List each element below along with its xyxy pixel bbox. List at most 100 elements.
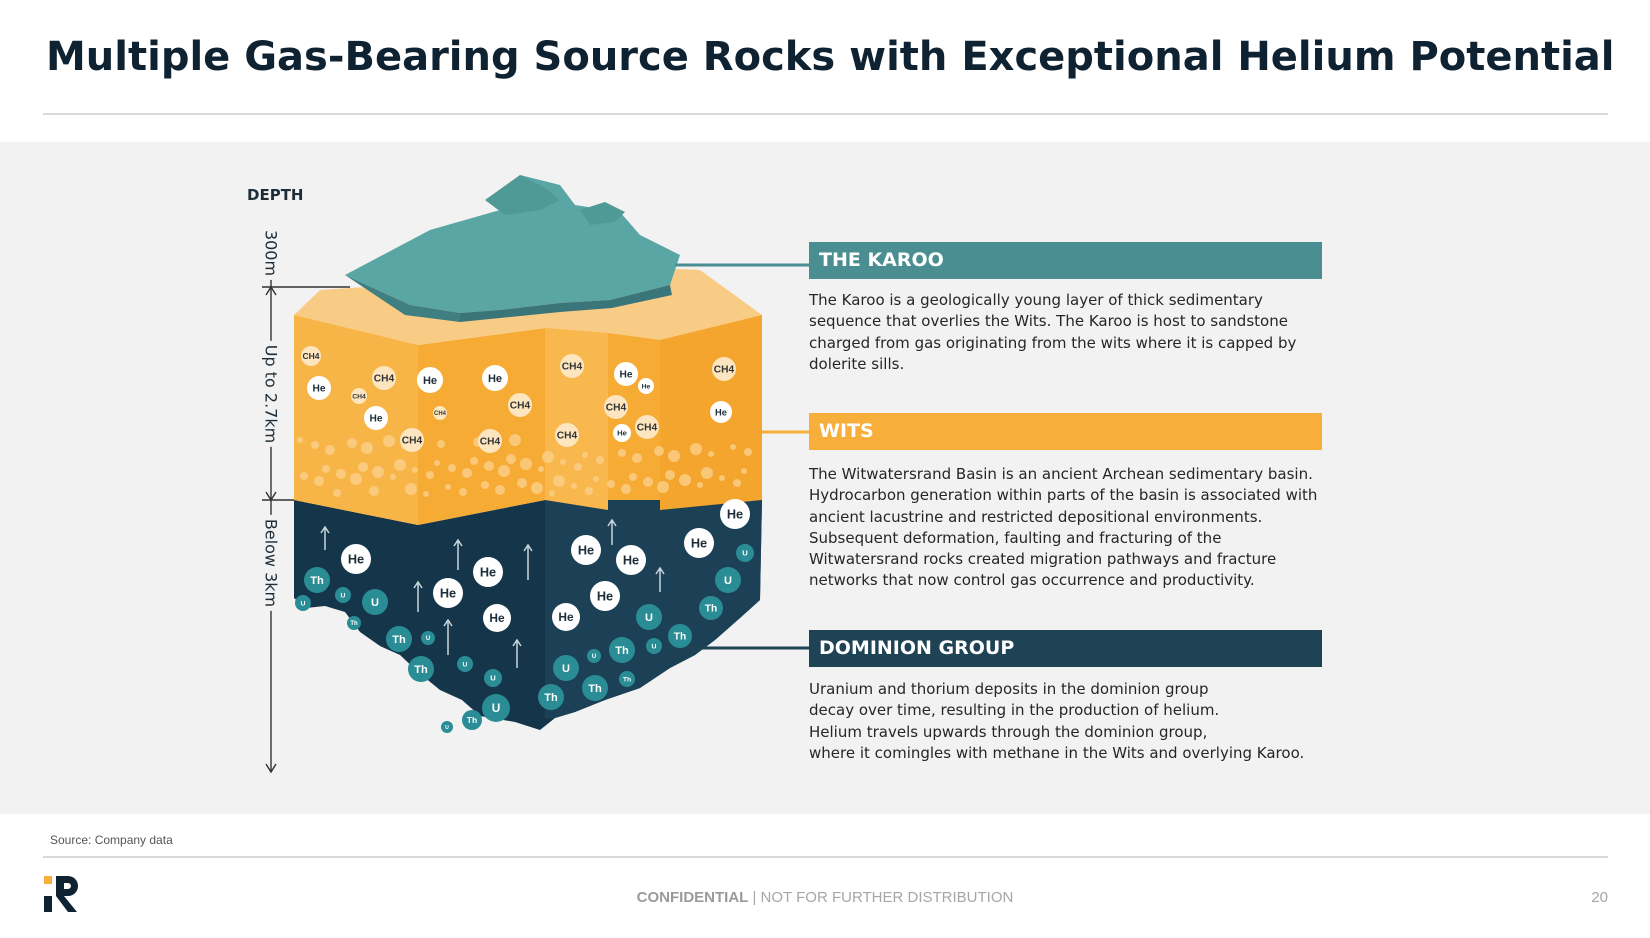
depth-label-dominion: Below 3km [261, 514, 281, 612]
helium-bubble: He [571, 535, 601, 565]
wits-grain [621, 484, 631, 494]
helium-bubble-label: He [715, 407, 727, 417]
wits-grain [741, 468, 747, 474]
helium-bubble: He [638, 378, 654, 394]
wits-grain [542, 451, 554, 463]
wits-grain [481, 481, 489, 489]
helium-bubble-label: He [617, 429, 627, 438]
uranium-bubble: U [362, 589, 388, 615]
helium-bubble: He [433, 578, 463, 608]
wits-grain [390, 474, 396, 480]
thorium-bubble: Th [699, 596, 723, 620]
uranium-bubble: U [587, 649, 601, 663]
thorium-bubble: Th [304, 567, 330, 593]
wits-description: The Witwatersrand Basin is an ancient Ar… [809, 465, 1318, 590]
helium-bubble-label: He [642, 383, 651, 390]
helium-bubble-label: He [369, 414, 382, 425]
methane-bubble: CH4 [372, 366, 396, 390]
thorium-bubble: Th [538, 684, 564, 710]
helium-bubble-label: He [489, 611, 505, 625]
wits-grain [571, 483, 577, 489]
thorium-bubble-label: Th [623, 676, 631, 683]
helium-bubble: He [684, 528, 714, 558]
wits-grain [372, 466, 384, 478]
helium-bubble: He [473, 557, 503, 587]
helium-bubble-label: He [597, 589, 613, 604]
helium-migration-arrow [512, 638, 522, 668]
wits-grain [574, 463, 582, 471]
uranium-bubble-label: U [652, 643, 657, 650]
helium-bubble-label: He [578, 543, 594, 558]
wits-grain [582, 452, 588, 458]
wits-grain [560, 459, 566, 465]
title-divider [43, 113, 1608, 115]
uranium-bubble: U [482, 694, 510, 722]
wits-grain [730, 444, 736, 450]
thorium-bubble-label: Th [544, 692, 558, 704]
thorium-bubble-label: Th [588, 683, 602, 695]
wits-grain [448, 464, 456, 472]
helium-bubble: He [552, 603, 580, 631]
methane-bubble: CH4 [508, 393, 532, 417]
uranium-bubble: U [421, 631, 435, 645]
wits-grain [697, 482, 703, 488]
wits-grain [325, 445, 335, 455]
wits-grain [358, 462, 368, 472]
wits-grain [520, 458, 532, 470]
helium-bubble: He [307, 376, 331, 400]
helium-bubble-label: He [488, 373, 502, 385]
wits-grain [593, 476, 599, 482]
helium-migration-arrow [523, 543, 533, 580]
depth-label-wits: Up to 2.7km [261, 340, 281, 448]
uranium-bubble: U [484, 669, 502, 687]
helium-migration-arrow [655, 566, 665, 592]
leader-lines [668, 263, 809, 650]
wits-grain [657, 481, 669, 493]
uranium-bubble: U [636, 604, 662, 630]
uranium-bubble-label: U [341, 592, 346, 599]
wits-grain [679, 474, 691, 486]
wits-grain [509, 434, 521, 446]
methane-bubble-label: CH4 [510, 401, 531, 412]
methane-bubble-label: CH4 [557, 431, 578, 442]
methane-bubble: CH4 [351, 388, 367, 404]
helium-migration-arrow [320, 525, 330, 550]
wits-grain [412, 467, 418, 473]
wits-grain [665, 470, 675, 480]
methane-bubble: CH4 [604, 395, 628, 419]
helium-bubble-label: He [348, 552, 364, 567]
thorium-bubble: Th [386, 626, 412, 652]
thorium-bubble: Th [582, 675, 608, 701]
wits-grain [423, 491, 429, 497]
helium-bubble-label: He [619, 370, 632, 381]
wits-grain [462, 468, 472, 478]
wits-grain [311, 441, 319, 449]
wits-grain [531, 482, 543, 494]
uranium-bubble: U [441, 721, 453, 733]
wits-grain [426, 471, 434, 479]
depth-label-300m: 300m [261, 225, 281, 281]
uranium-bubble: U [335, 587, 351, 603]
wits-grain [445, 484, 451, 490]
uranium-bubble-label: U [562, 663, 570, 675]
wits-grain [495, 485, 505, 495]
thorium-bubble: Th [462, 710, 482, 730]
uranium-bubble: U [736, 544, 754, 562]
helium-migration-arrow [453, 538, 463, 570]
wits-grain [629, 473, 637, 481]
wits-grain [643, 477, 653, 487]
helium-bubble: He [720, 499, 750, 529]
wits-grain [632, 453, 642, 463]
uranium-bubble-label: U [492, 701, 501, 715]
helium-bubble-label: He [558, 610, 574, 624]
depth-axis [262, 227, 350, 774]
thorium-bubble-label: Th [350, 621, 358, 627]
thorium-bubble: Th [619, 671, 635, 687]
helium-migration-arrow [443, 618, 453, 655]
thorium-bubble-label: Th [467, 715, 477, 725]
wits-grain [459, 488, 467, 496]
wits-grain [350, 473, 362, 485]
uranium-bubble-label: U [463, 661, 468, 668]
uranium-bubble-label: U [490, 674, 496, 683]
